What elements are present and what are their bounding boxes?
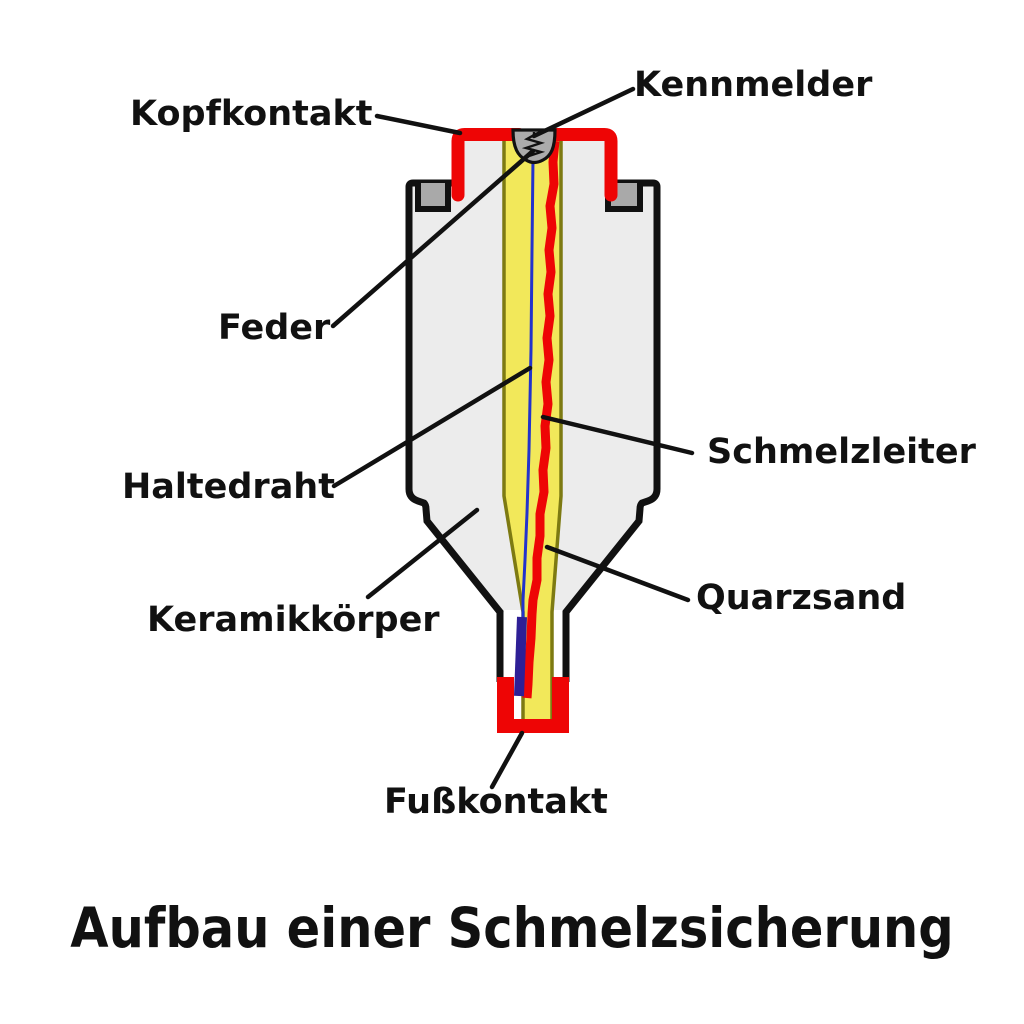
- callout-schmelzleiter: [540, 414, 695, 456]
- callout-haltedraht: [331, 365, 533, 489]
- body-outline-left: [405, 179, 504, 682]
- callout-lines: [330, 86, 695, 790]
- sand-border-right: [550, 140, 563, 719]
- holding-wire: [521, 157, 535, 618]
- holding-wire-thick: [514, 616, 527, 697]
- callout-keramikkoerper: [365, 507, 480, 600]
- bottom-contact-cap: [497, 677, 569, 733]
- label-kopfkontakt: Kopfkontakt: [130, 94, 373, 134]
- fuse-element-wire: [522, 140, 560, 699]
- label-fusskontakt: Fußkontakt: [384, 782, 608, 822]
- label-schmelzleiter: Schmelzleiter: [707, 432, 976, 472]
- label-haltedraht: Haltedraht: [122, 467, 335, 507]
- body-outline-right: [562, 179, 661, 682]
- callout-feder: [330, 148, 536, 329]
- diagram-title: Aufbau einer Schmelzsicherung: [70, 896, 954, 960]
- label-keramikkoerper: Keramikkörper: [147, 600, 440, 640]
- top-contact-cap-right: [542, 128, 618, 202]
- label-feder: Feder: [218, 308, 331, 348]
- callout-kopfkontakt: [374, 113, 463, 136]
- top-contact-cap-left: [451, 128, 526, 202]
- label-quarzsand: Quarzsand: [696, 578, 907, 618]
- notch-left: [415, 183, 451, 212]
- callout-kennmelder: [531, 86, 636, 139]
- notch-left-fill: [421, 183, 445, 207]
- callout-fusskontakt: [489, 730, 525, 790]
- callout-quarzsand: [544, 544, 691, 603]
- label-kennmelder: Kennmelder: [634, 65, 873, 105]
